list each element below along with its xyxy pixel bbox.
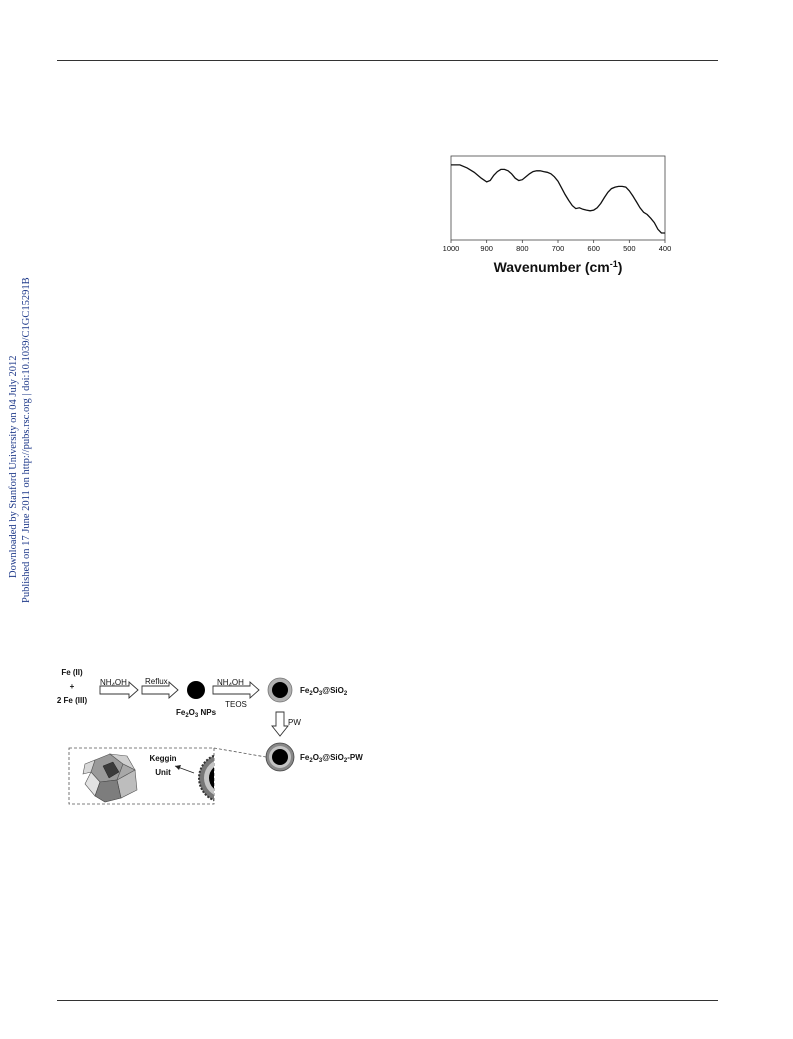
zoom-line-top	[213, 747, 267, 758]
p1-sub1: 2	[309, 691, 313, 697]
plus-sign: +	[70, 682, 75, 691]
fe3-label: 2 Fe (III)	[57, 696, 88, 705]
np-sub2: 3	[195, 713, 199, 719]
p1-fe: Fe	[300, 686, 310, 695]
reaction-arrow-3	[212, 680, 260, 700]
p2-end: -PW	[347, 753, 363, 762]
x-tick-label: 400	[659, 244, 672, 253]
x-axis-ticks: 1000 900 800 700 600 500 400	[443, 240, 672, 253]
np-sub1: 2	[185, 713, 189, 719]
reagent3-end: OH	[232, 678, 244, 687]
reaction-arrow-down	[271, 711, 289, 737]
np-end: NPs	[198, 708, 216, 717]
product1-label: Fe2O3@SiO2	[300, 686, 348, 697]
p2-fe: Fe	[300, 753, 310, 762]
x-axis-label-main: Wavenumber (cm	[494, 259, 610, 275]
pw-particle-core	[272, 749, 288, 765]
spectrum-line	[451, 164, 665, 234]
fe2-label: Fe (II)	[61, 668, 83, 677]
p2-at: @SiO	[322, 753, 344, 762]
x-axis-label-close: )	[618, 259, 623, 275]
reaction-arrow-2	[141, 680, 179, 700]
download-line[interactable]: Downloaded by Stanford University on 04 …	[8, 355, 19, 578]
p1-sub3: 2	[344, 691, 348, 697]
magnified-particle	[198, 754, 214, 802]
reaction-arrow-1	[99, 680, 139, 700]
x-tick-label: 700	[552, 244, 565, 253]
reagent3-main: NH	[217, 678, 229, 687]
core-shell-core	[272, 682, 288, 698]
x-tick-label: 800	[516, 244, 529, 253]
plot-frame	[450, 155, 666, 241]
synthesis-scheme: Fe (II) + 2 Fe (III) NH4OH Reflux Fe2O3 …	[57, 668, 363, 805]
x-tick-label: 500	[623, 244, 636, 253]
x-tick-label: 600	[587, 244, 600, 253]
unit-label: Unit	[155, 768, 171, 777]
doi-line[interactable]: Published on 17 June 2011 on http://pubs…	[21, 277, 32, 603]
reagent1-end: OH	[115, 678, 127, 687]
p2-o: O	[313, 753, 319, 762]
reagent2-label: Reflux	[145, 677, 168, 686]
p2-sub2: 3	[319, 758, 323, 764]
np-label: Fe2O3 NPs	[176, 708, 217, 719]
keggin-structure	[82, 753, 138, 803]
x-tick-label: 1000	[443, 244, 460, 253]
x-axis-label-sup: -1	[610, 259, 618, 269]
np-o: O	[189, 708, 195, 717]
p2-sub3: 2	[344, 758, 348, 764]
x-tick-label: 900	[480, 244, 493, 253]
p1-o: O	[313, 686, 319, 695]
p1-sub2: 3	[319, 691, 323, 697]
p2-sub1: 2	[309, 758, 313, 764]
x-axis-label: Wavenumber (cm-1)	[494, 259, 623, 275]
keggin-pointer-head	[175, 765, 181, 770]
footer-rule	[57, 1000, 718, 1001]
np-fe: Fe	[176, 708, 186, 717]
header-rule	[57, 60, 718, 61]
reagent4-label: PW	[288, 718, 301, 727]
ftir-spectrum-chart: 1000 900 800 700 600 500 400 Wavenumber (cm-1)	[443, 155, 672, 275]
p1-at: @SiO	[322, 686, 344, 695]
keggin-label: Keggin	[149, 754, 176, 763]
download-watermark: Downloaded by Stanford University on 04 …	[2, 270, 32, 610]
reagent3-teos: TEOS	[225, 700, 247, 709]
product2-label: Fe2O3@SiO2-PW	[300, 753, 363, 764]
fe2o3-nanoparticle	[187, 681, 205, 699]
reagent1-main: NH	[100, 678, 112, 687]
